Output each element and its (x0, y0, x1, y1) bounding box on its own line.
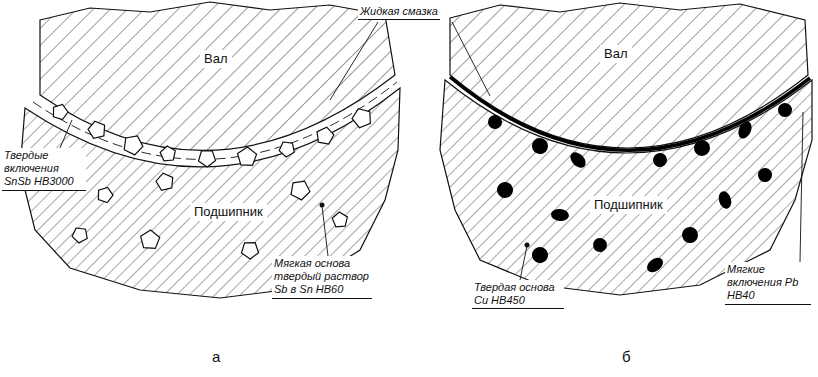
soft-inclusion (591, 236, 610, 255)
hard-inclusion (124, 136, 143, 155)
hard-inclusion (352, 109, 370, 128)
soft-inclusion (495, 180, 515, 200)
hard-inclusion (141, 230, 160, 248)
soft-inclusion (775, 100, 795, 120)
hard-inclusion (238, 147, 257, 165)
bearing-label: Подшипник (590, 196, 667, 214)
matrix-callout: Мягкая основа твердый раствор Sb в Sn HB… (272, 256, 372, 299)
hard-inclusion (72, 228, 87, 243)
matrix-callout: Твердая основа Cu HB450 (472, 280, 564, 309)
soft-inclusion (551, 208, 570, 221)
hard-inclusion (88, 121, 105, 138)
soft-inclusion (736, 119, 754, 140)
hard-inclusion (199, 151, 216, 167)
hard-inclusion (317, 127, 334, 144)
inclusion-callout: Твердые включения SnSb HB3000 (2, 148, 86, 191)
shaft-label: Вал (600, 45, 632, 63)
soft-inclusion (694, 140, 711, 157)
soft-inclusion (644, 255, 666, 276)
soft-inclusion (757, 167, 772, 182)
panel-letter: б (622, 348, 631, 366)
inclusion-callout: Мягкие включения Pb HB40 (725, 262, 811, 305)
bearing-label: Подшипник (190, 203, 267, 221)
shaft-label: Вал (200, 50, 232, 68)
hard-inclusion (279, 142, 294, 157)
soft-inclusion (679, 224, 702, 247)
hard-inclusions (54, 104, 371, 259)
soft-inclusion (488, 115, 502, 129)
leader-lines (60, 22, 803, 280)
soft-inclusion (529, 244, 551, 266)
soft-inclusion (717, 190, 734, 211)
lubricant-callout: Жидкая смазка (358, 4, 440, 20)
lubricant-a (33, 82, 397, 159)
hard-inclusion (98, 187, 113, 202)
hard-inclusion (291, 181, 310, 200)
soft-inclusion (651, 151, 669, 169)
hard-inclusion (156, 173, 173, 190)
soft-inclusion (530, 136, 551, 157)
panel-letter: а (212, 348, 220, 366)
hard-inclusion (160, 146, 175, 161)
hard-inclusion (54, 104, 69, 119)
leader-dots (320, 203, 530, 248)
soft-inclusions (488, 100, 795, 275)
soft-inclusion (567, 149, 588, 170)
lubricant-b (450, 77, 810, 150)
bearing-a (20, 88, 400, 298)
hard-inclusion (332, 212, 347, 227)
hard-inclusion (242, 243, 259, 259)
